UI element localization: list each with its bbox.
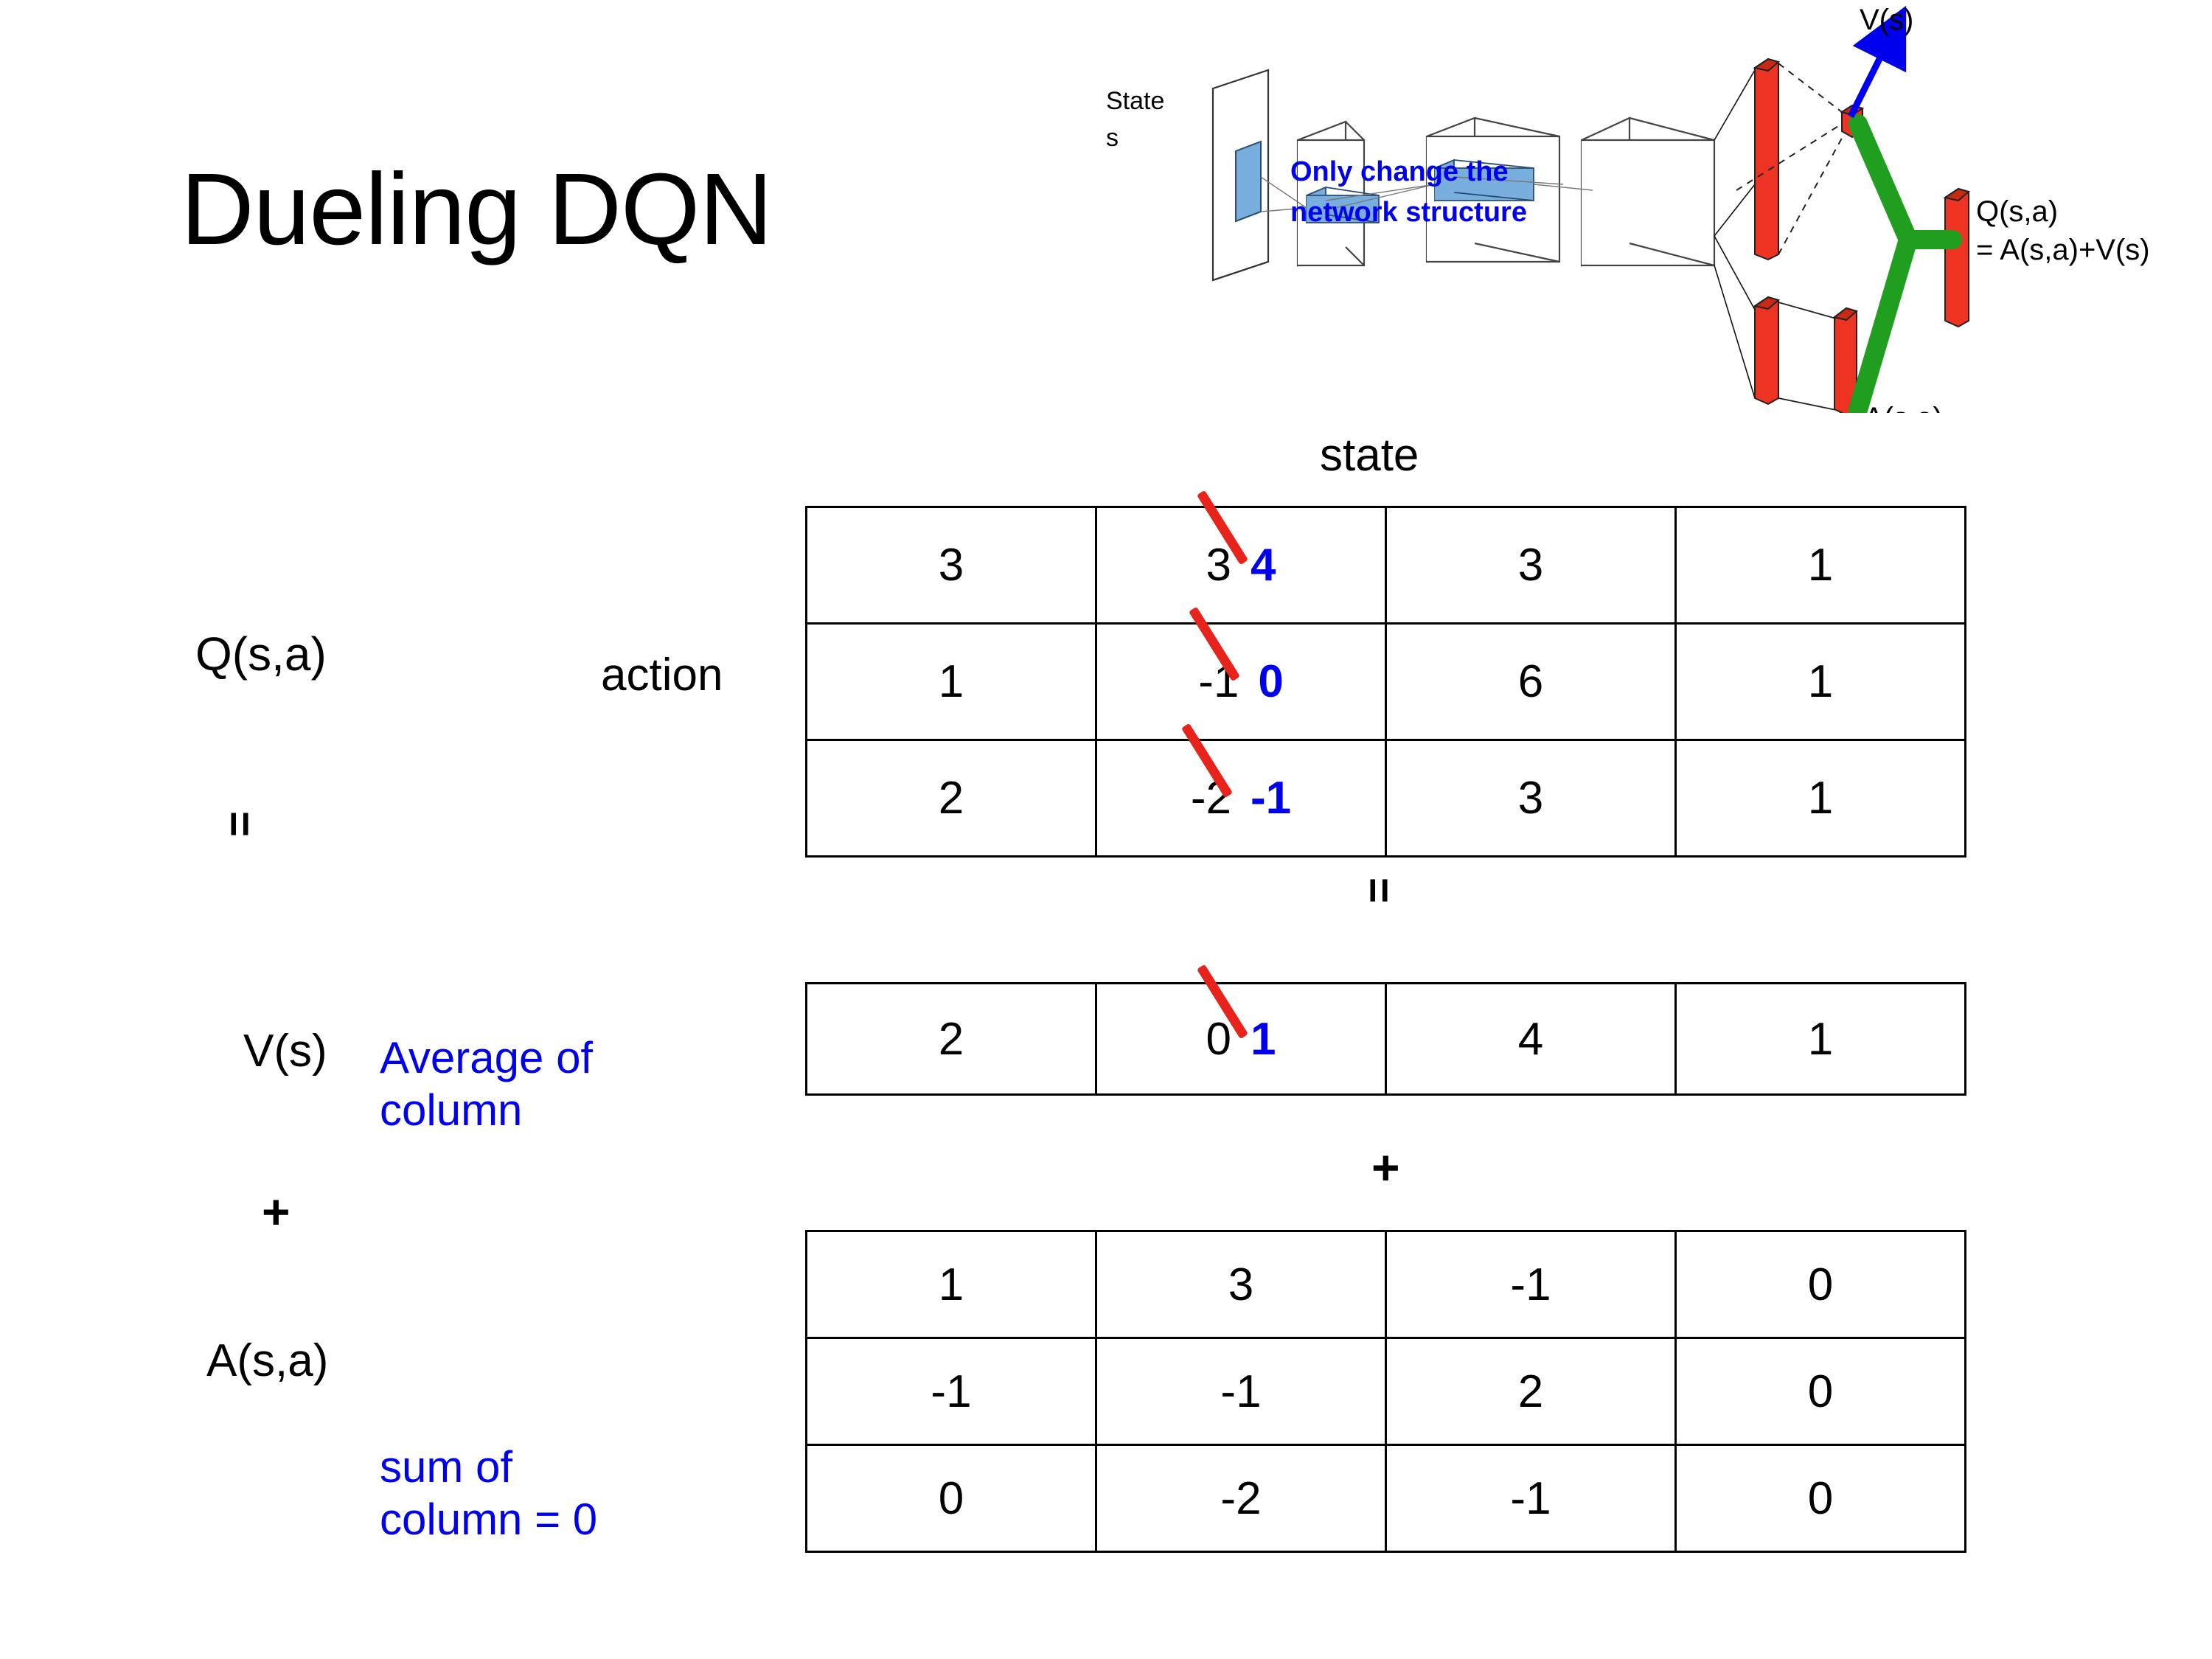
value-stream-bar-icon <box>1753 58 1781 261</box>
q-cell-r2c1-new: -1 <box>1251 773 1292 824</box>
q-cell-r0c2: 3 <box>1385 506 1677 625</box>
q-value-table: 3 3 4 3 1 1 -1 0 6 1 2 <box>805 506 1966 858</box>
plus-sign-middle: + <box>1371 1140 1400 1194</box>
a-cell-r2c3: 0 <box>1674 1444 1966 1553</box>
average-of-column-note: Average of column <box>380 1032 593 1137</box>
table-row: 3 3 4 3 1 <box>805 506 1966 625</box>
sum-note-line2: column = 0 <box>380 1494 598 1544</box>
a-function-label: A(s,a) <box>206 1335 329 1386</box>
q-cell-r1c3: 1 <box>1674 622 1966 741</box>
a-cell-r1c2: 2 <box>1385 1337 1677 1446</box>
q-cell-r1c1-new: 0 <box>1258 656 1284 707</box>
table-row: -1 -1 2 0 <box>805 1337 1966 1446</box>
q-cell-r2c0: 2 <box>805 739 1097 858</box>
q-cell-r0c3: 1 <box>1674 506 1966 625</box>
a-cell-r2c2: -1 <box>1385 1444 1677 1553</box>
table-row: 2 0 1 4 1 <box>805 982 1966 1096</box>
diagram-output-label-line1: Q(s,a) <box>1976 195 2058 228</box>
conv-layer-3-icon <box>1580 116 1716 267</box>
q-function-label: Q(s,a) <box>195 627 327 681</box>
diagram-advantage-label: A(s,a) <box>1864 402 1943 413</box>
diagram-value-label: V(s) <box>1860 4 1913 36</box>
a-cell-r1c3: 0 <box>1674 1337 1966 1446</box>
q-cell-r0c1: 3 4 <box>1095 506 1387 625</box>
v-function-label: V(s) <box>243 1026 327 1077</box>
state-header: state <box>1320 430 1419 481</box>
diagram-input-label-line2: s <box>1106 124 1119 152</box>
stream-split-lines <box>1714 69 1756 399</box>
average-note-line1: Average of <box>380 1033 594 1082</box>
v-cell-r0c2: 4 <box>1385 982 1677 1096</box>
a-cell-r0c2: -1 <box>1385 1230 1677 1339</box>
a-cell-r0c3: 0 <box>1674 1230 1966 1339</box>
value-arrow-icon <box>1847 5 1907 119</box>
combine-junction-icon <box>1848 114 1962 413</box>
a-cell-r2c0: 0 <box>805 1444 1097 1553</box>
q-cell-r2c2: 3 <box>1385 739 1677 858</box>
input-patch-icon <box>1235 140 1262 223</box>
v-cell-r0c3: 1 <box>1674 982 1966 1096</box>
v-cell-r0c1-new: 1 <box>1251 1013 1276 1065</box>
advantage-stream-bar-icon <box>1753 296 1781 406</box>
q-cell-r1c1: -1 0 <box>1095 622 1387 741</box>
q-cell-r2c1: -2 -1 <box>1095 739 1387 858</box>
v-cell-r0c1-old: 0 <box>1206 1013 1231 1065</box>
diagram-output-label-line2: = A(s,a)+V(s) <box>1976 234 2150 266</box>
value-dashed-lines <box>1736 63 1846 255</box>
a-cell-r0c1: 3 <box>1095 1230 1387 1339</box>
table-row: 0 -2 -1 0 <box>805 1444 1966 1553</box>
conv-layer-1-icon <box>1296 120 1366 267</box>
q-cell-r1c1-old: -1 <box>1198 656 1239 707</box>
equals-sign-middle: = <box>1354 877 1404 902</box>
average-note-line2: column <box>380 1085 523 1135</box>
q-cell-r1c0: 1 <box>805 622 1097 741</box>
diagram-note-line2: network structure <box>1290 197 1527 228</box>
a-cell-r2c1: -2 <box>1095 1444 1387 1553</box>
plus-sign-left: + <box>262 1184 291 1239</box>
a-cell-r1c1: -1 <box>1095 1337 1387 1446</box>
q-cell-r2c1-old: -2 <box>1190 773 1231 824</box>
v-value-table: 2 0 1 4 1 <box>805 982 1966 1096</box>
v-cell-r0c0: 2 <box>805 982 1097 1096</box>
connection-lines <box>1260 176 1593 212</box>
q-cell-r0c1-old: 3 <box>1206 540 1231 591</box>
q-cell-r1c2: 6 <box>1385 622 1677 741</box>
page-title: Dueling DQN <box>181 153 773 266</box>
action-header: action <box>601 650 723 700</box>
sum-note-line1: sum of <box>380 1442 513 1492</box>
a-cell-r0c0: 1 <box>805 1230 1097 1339</box>
a-cell-r1c0: -1 <box>805 1337 1097 1446</box>
q-output-bar-icon <box>1943 187 1971 328</box>
advantage-lines <box>1778 302 1837 411</box>
q-cell-r0c1-new: 4 <box>1251 540 1276 591</box>
diagram-note-line1: Only change the <box>1290 156 1509 187</box>
q-cell-r0c0: 3 <box>805 506 1097 625</box>
sum-of-column-note: sum of column = 0 <box>380 1441 597 1546</box>
equals-sign-left: = <box>215 811 265 836</box>
dueling-network-diagram: State s Only change the network structur… <box>1091 0 2212 413</box>
table-row: 2 -2 -1 3 1 <box>805 739 1966 858</box>
advantage-table: 1 3 -1 0 -1 -1 2 0 0 -2 -1 0 <box>805 1230 1966 1553</box>
diagram-input-label-line1: State <box>1106 87 1164 115</box>
v-cell-r0c1: 0 1 <box>1095 982 1387 1096</box>
table-row: 1 3 -1 0 <box>805 1230 1966 1339</box>
q-cell-r2c3: 1 <box>1674 739 1966 858</box>
table-row: 1 -1 0 6 1 <box>805 622 1966 741</box>
